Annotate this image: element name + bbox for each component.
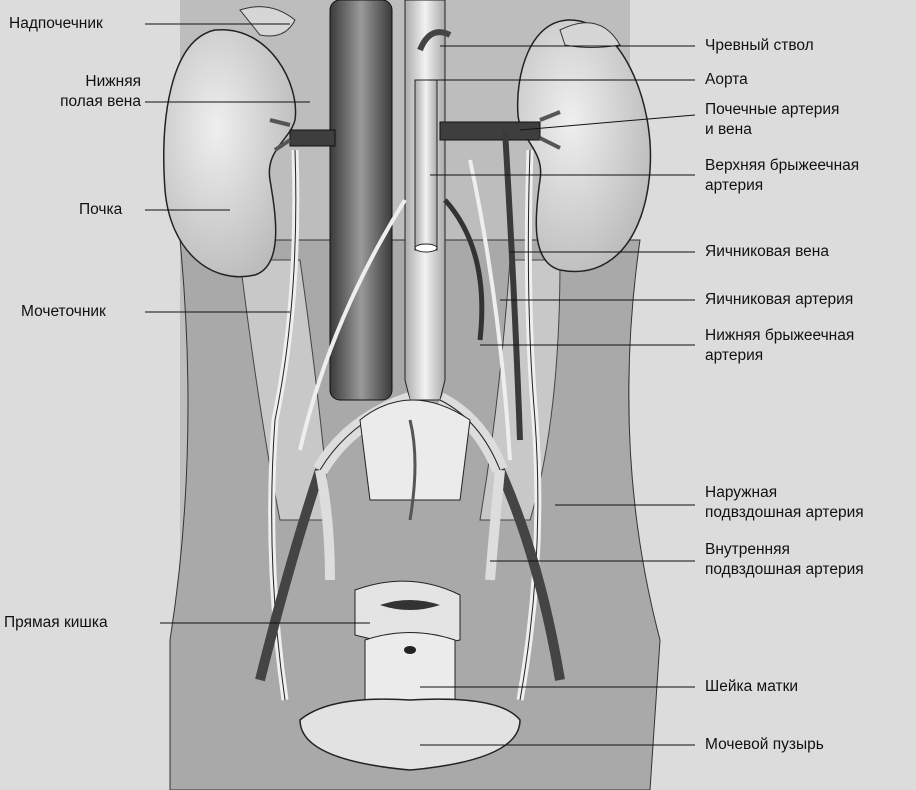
label-ima-1: Нижняя брыжеечная	[705, 326, 854, 345]
label-ovarian-vein: Яичниковая вена	[705, 242, 829, 261]
ivc	[330, 0, 392, 400]
label-ima-2: артерия	[705, 346, 763, 365]
renal-vein-right	[440, 122, 540, 140]
label-ext-iliac-1: Наружная	[705, 483, 777, 502]
label-aorta: Аорта	[705, 70, 748, 89]
label-rectum: Прямая кишка	[4, 613, 108, 632]
sma	[415, 80, 437, 250]
label-renal-2: и вена	[705, 120, 752, 139]
label-sma-2: артерия	[705, 176, 763, 195]
label-ivc-2: полая вена	[41, 92, 141, 111]
label-ovarian-artery: Яичниковая артерия	[705, 290, 853, 309]
label-int-iliac-2: подвздошная артерия	[705, 560, 864, 579]
label-ureter: Мочеточник	[21, 302, 106, 321]
label-kidney: Почка	[79, 200, 122, 219]
label-cervix: Шейка матки	[705, 677, 798, 696]
label-int-iliac-1: Внутренняя	[705, 540, 790, 559]
kidney-right	[518, 20, 651, 272]
label-ivc-1: Нижняя	[56, 72, 141, 91]
renal-vein-left	[290, 130, 335, 146]
label-ext-iliac-2: подвздошная артерия	[705, 503, 864, 522]
cervix	[365, 633, 455, 708]
label-renal-1: Почечные артерия	[705, 100, 839, 119]
label-bladder: Мочевой пузырь	[705, 735, 824, 754]
label-sma-1: Верхняя брыжеечная	[705, 156, 859, 175]
label-celiac: Чревный ствол	[705, 36, 814, 55]
label-adrenal: Надпочечник	[9, 14, 103, 33]
